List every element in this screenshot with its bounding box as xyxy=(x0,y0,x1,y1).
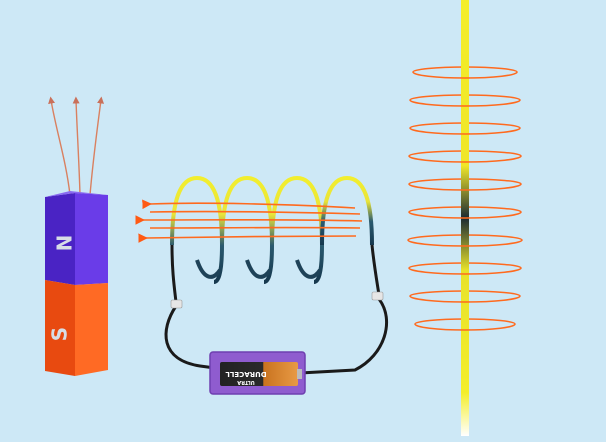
magnet-field-arrows xyxy=(48,96,105,196)
solenoid-coil-front xyxy=(195,259,322,279)
field-ring-front xyxy=(408,267,522,275)
solenoid: DURACELL ULTRA xyxy=(135,175,389,395)
field-rings-front xyxy=(407,71,523,331)
field-ring-front xyxy=(409,99,521,107)
field-ring-front xyxy=(408,155,522,163)
field-ring-front xyxy=(409,127,521,135)
field-ring-front xyxy=(414,323,516,331)
right-connector xyxy=(371,291,384,301)
solenoid-leads xyxy=(164,244,389,375)
battery-brand-label: DURACELL xyxy=(225,370,267,378)
magnet-north-pole xyxy=(45,191,108,285)
battery: DURACELL ULTRA xyxy=(209,351,306,395)
battery-cell xyxy=(220,362,298,386)
solenoid-field-lines xyxy=(135,199,363,243)
field-ring-front xyxy=(408,211,522,219)
field-ring-front xyxy=(409,295,521,303)
solenoid-coil-back xyxy=(170,175,374,284)
south-pole-label: S xyxy=(48,327,72,341)
straight-wire-field xyxy=(407,0,523,436)
north-pole-label: N xyxy=(53,235,77,252)
left-connector xyxy=(170,299,183,309)
battery-terminal xyxy=(297,369,302,379)
battery-sub-label: ULTRA xyxy=(237,379,255,385)
field-ring-front xyxy=(408,183,522,191)
field-ring-front xyxy=(407,239,523,247)
field-ring-front xyxy=(412,71,518,79)
bar-magnet: N S xyxy=(45,96,108,376)
magnet-south-pole xyxy=(45,280,108,376)
